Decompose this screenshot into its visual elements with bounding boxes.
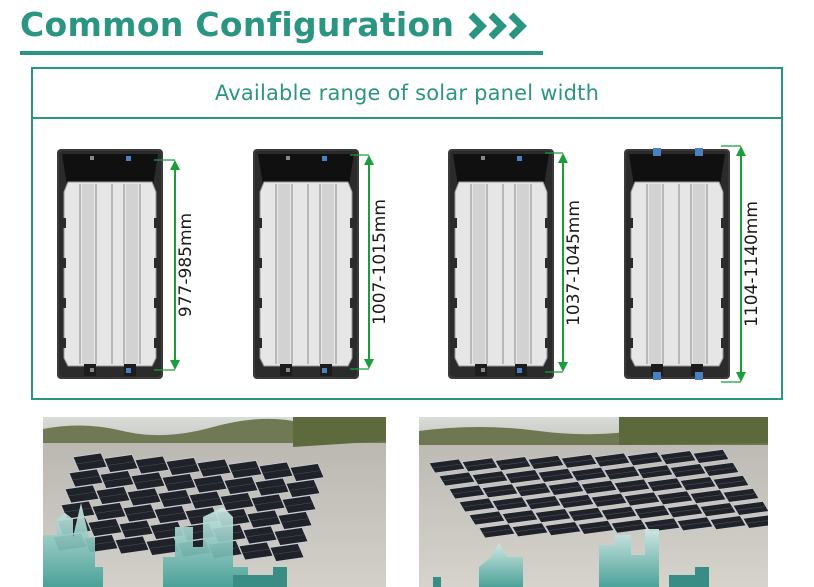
- triple-chevron-right-icon: [468, 12, 527, 40]
- page-title: Common Configuration: [20, 5, 455, 44]
- solar-module-diagram: [448, 149, 554, 379]
- panel-title-row: Available range of solar panel width: [33, 69, 781, 119]
- panel-module-3: [447, 148, 555, 380]
- panel-module-2: [252, 148, 360, 380]
- installation-photo-south: [419, 417, 768, 587]
- width-range-label: 1007-1015mm: [370, 199, 390, 325]
- width-range-label: 1037-1045mm: [564, 199, 584, 326]
- panel-module-4: [623, 148, 731, 380]
- panel-title: Available range of solar panel width: [214, 81, 600, 105]
- panel-width-range-box: Available range of solar panel width: [31, 67, 783, 400]
- width-range-label: 977-985mm: [176, 212, 196, 318]
- solar-module-diagram: [624, 148, 730, 380]
- solar-module-diagram: [57, 149, 163, 379]
- installation-photo-east-west: [43, 417, 386, 587]
- panel-module-1: [56, 148, 164, 380]
- width-range-label: 1104-1140mm: [742, 201, 762, 327]
- solar-module-diagram: [253, 149, 359, 379]
- heading-underline: [20, 51, 543, 55]
